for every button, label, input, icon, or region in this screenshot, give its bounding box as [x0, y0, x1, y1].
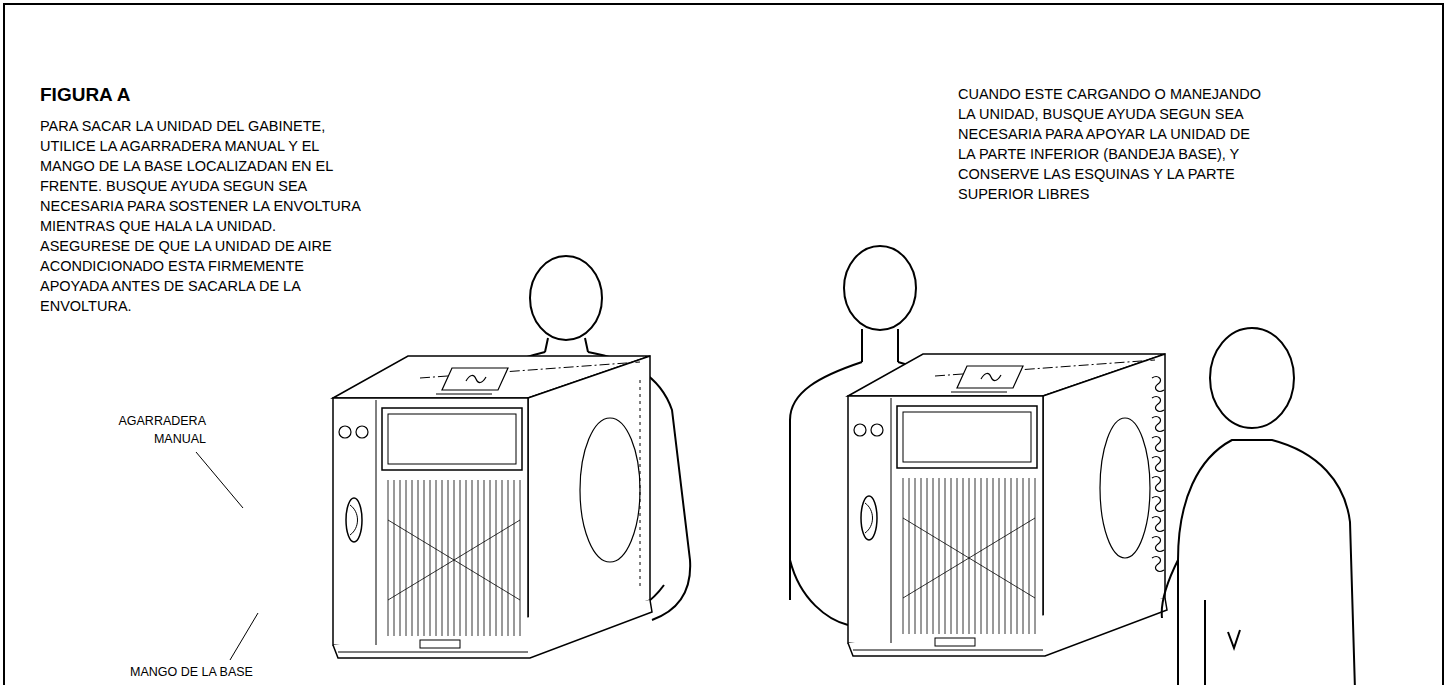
person-head [844, 246, 916, 330]
part-label: AGARRADERA MANUAL [110, 412, 206, 448]
part-label: MANGO DE LA BASE [130, 664, 280, 680]
person-head [530, 256, 602, 340]
figure-frame [4, 4, 1443, 685]
condenser-coil [1152, 377, 1164, 572]
air-conditioner [848, 354, 1167, 656]
figure-title: FIGURA A [40, 84, 130, 106]
leader-line [230, 613, 258, 660]
air-conditioner [333, 356, 652, 658]
instruction-note: CUANDO ESTE CARGANDO O MANEJANDO LA UNID… [958, 84, 1263, 204]
instruction-note: PARA SACAR LA UNIDAD DEL GABINETE, UTILI… [40, 116, 365, 316]
fan-shroud [580, 418, 640, 562]
person-head [1210, 328, 1294, 428]
side-coil [640, 380, 641, 590]
leader-line [196, 452, 243, 508]
fan-shroud [1100, 418, 1150, 558]
air-conditioner [848, 354, 1167, 656]
person-arm [1162, 560, 1240, 685]
